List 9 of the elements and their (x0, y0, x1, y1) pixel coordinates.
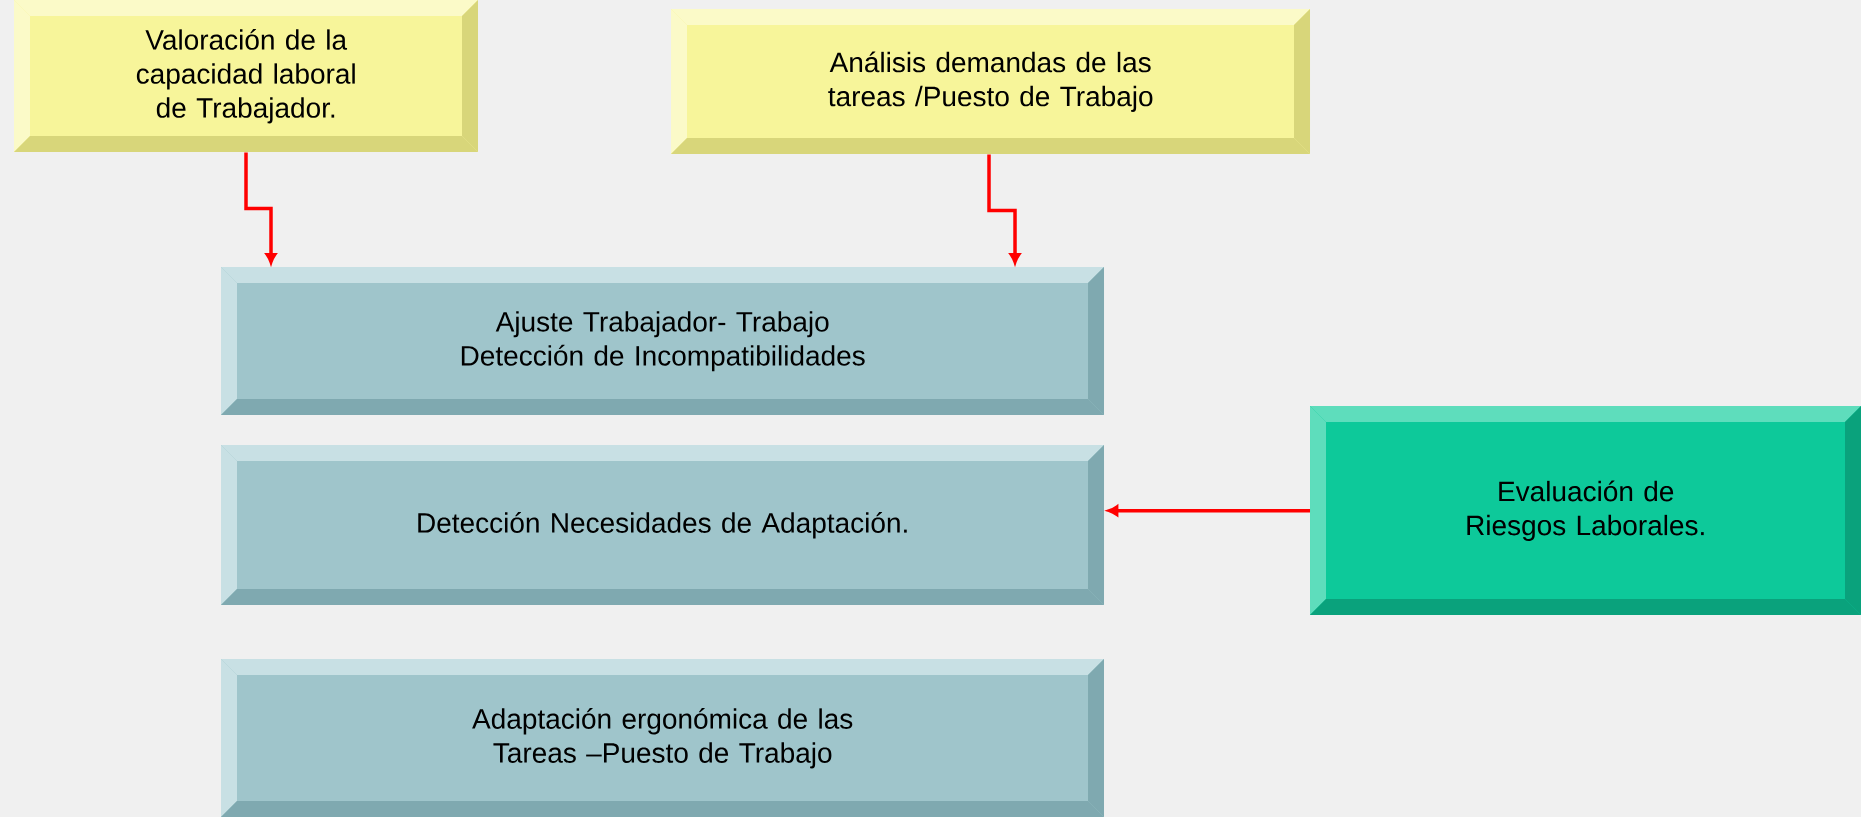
process-box: Ajuste Trabajador- Trabajo Detección de Incompatibilidades (221, 267, 1104, 415)
arrow (1107, 505, 1310, 517)
note-box: Análisis demandas de las tareas /Puesto de Trabajo (671, 9, 1310, 154)
risk-box: Evaluación de Riesgos Laborales. (1310, 406, 1861, 615)
arrow (987, 154, 1021, 264)
process-box: Adaptación ergonómica de las Tareas –Puesto de Trabajo (221, 659, 1104, 817)
note-box: Valoración de la capacidad laboral de Trabajador. (14, 0, 478, 152)
arrow (244, 152, 277, 264)
process-box: Detección Necesidades de Adaptación. (221, 445, 1104, 605)
